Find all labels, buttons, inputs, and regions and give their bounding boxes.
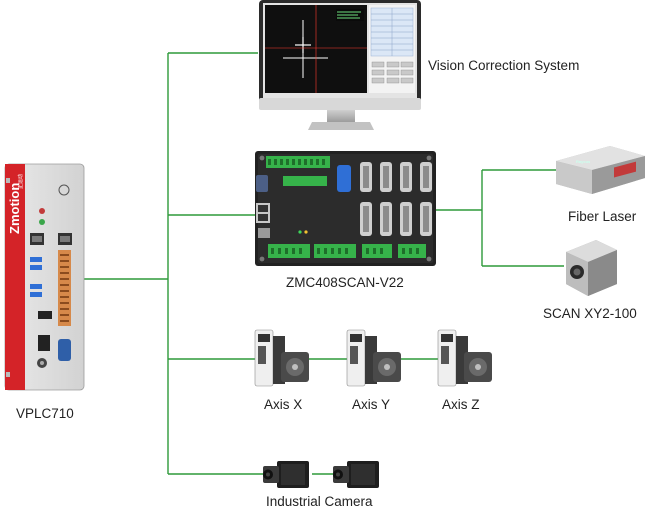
- connector-lines: [84, 52, 564, 475]
- laser-brand-text: Raycus: [576, 159, 591, 164]
- controller-label: ZMC408SCAN-V22: [286, 275, 404, 290]
- servo-motor-drive-icon: [437, 329, 492, 387]
- axis-z-label: Axis Z: [442, 397, 480, 412]
- axis-y-label: Axis Y: [352, 397, 390, 412]
- plc-brand-text: Zmotion: [7, 183, 22, 234]
- motion-controller-icon: [255, 151, 436, 266]
- monitor-label: Vision Correction System: [428, 58, 579, 73]
- plc-brand-sub-text: 正运动: [17, 174, 24, 189]
- servo-motor-drive-icon: [254, 329, 309, 387]
- fiber-laser-icon: Raycus: [556, 146, 645, 194]
- desktop-monitor-icon: [259, 0, 421, 130]
- industrial-camera-icon: [263, 461, 309, 488]
- scan-head-label: SCAN XY2-100: [543, 306, 637, 321]
- servo-motor-drive-icon: [346, 329, 401, 387]
- camera-label: Industrial Camera: [266, 494, 373, 509]
- industrial-camera-icon: [333, 461, 379, 488]
- plc-label: VPLC710: [16, 406, 74, 421]
- galvo-scan-head-icon: [566, 240, 617, 296]
- axis-x-label: Axis X: [264, 397, 302, 412]
- industrial-pc-icon: Zmotion 正运动: [4, 163, 85, 391]
- fiber-laser-label: Fiber Laser: [568, 209, 637, 224]
